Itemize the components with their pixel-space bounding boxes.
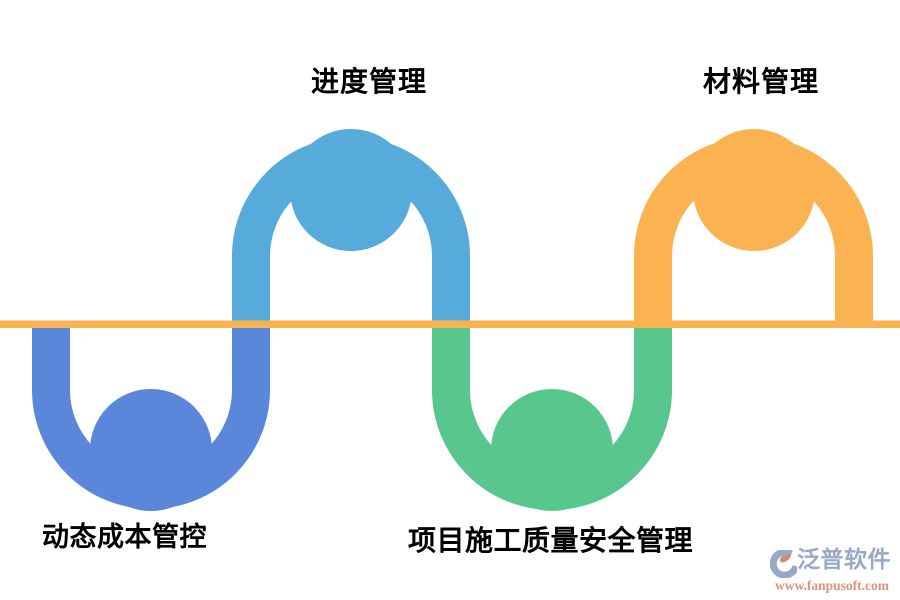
quality-circle xyxy=(491,389,613,511)
node-label-progress: 进度管理 xyxy=(311,65,428,98)
progress-circle xyxy=(290,129,412,251)
baseline-rule xyxy=(0,320,900,328)
node-label-materials: 材料管理 xyxy=(703,65,820,98)
watermark-site-url: www.fanpusoft.com xyxy=(775,578,890,593)
fanpu-logo-icon xyxy=(770,550,797,578)
cost-circle xyxy=(90,389,212,511)
node-label-cost: 动态成本管控 xyxy=(42,522,207,553)
watermark: 泛普软件 www.fanpusoft.com xyxy=(770,547,898,594)
watermark-brand-name: 泛普软件 xyxy=(797,547,891,573)
materials-circle xyxy=(693,129,815,251)
node-label-quality: 项目施工质量安全管理 xyxy=(408,524,694,557)
